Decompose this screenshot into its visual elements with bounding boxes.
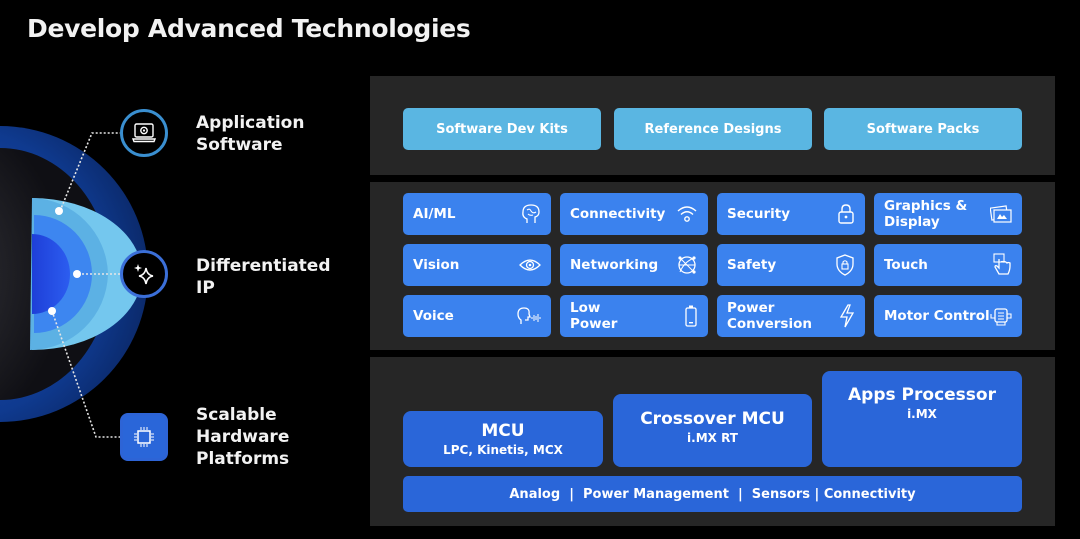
eye-icon (519, 259, 541, 271)
apps-processor-block[interactable]: Apps Processor i.MX (822, 371, 1022, 467)
battery-icon (685, 305, 697, 327)
layered-sphere-diagram: Application Software Differentiated IP S… (0, 0, 360, 539)
software-dev-kits-button[interactable]: Software Dev Kits (403, 108, 601, 150)
ip-tile-connectivity[interactable]: Connectivity (560, 193, 708, 235)
ip-tile-motor-control[interactable]: Motor Control (874, 295, 1022, 337)
sparkle-icon (134, 264, 154, 285)
ip-tile-low-power[interactable]: Low Power (560, 295, 708, 337)
chip-icon (134, 427, 154, 447)
ip-tile-ai-ml[interactable]: AI/ML (403, 193, 551, 235)
scalable-hardware-icon-badge (120, 413, 168, 461)
scalable-hardware-label: Scalable Hardware Platforms (196, 405, 290, 469)
lightning-icon (839, 304, 855, 328)
wifi-icon (677, 206, 697, 222)
voice-head-icon (517, 307, 541, 324)
apps-processor-name: Apps Processor (848, 385, 996, 405)
application-software-label: Application Software (196, 113, 305, 155)
sphere-graphic (0, 126, 148, 438)
shield-lock-icon (836, 254, 854, 276)
touch-hand-icon (993, 253, 1011, 275)
laptop-gear-icon (132, 123, 156, 143)
ip-tile-safety[interactable]: Safety (717, 244, 865, 286)
crossover-mcu-family: i.MX RT (687, 430, 738, 445)
software-packs-button[interactable]: Software Packs (824, 108, 1022, 150)
ip-tile-graphics-display[interactable]: Graphics & Display (874, 193, 1022, 235)
mcu-families: LPC, Kinetis, MCX (443, 443, 563, 457)
ip-tile-security[interactable]: Security (717, 193, 865, 235)
ip-tile-networking[interactable]: Networking (560, 244, 708, 286)
differentiated-ip-label: Differentiated IP (196, 256, 331, 298)
ip-tile-vision[interactable]: Vision (403, 244, 551, 286)
lock-icon (838, 204, 854, 224)
ip-tile-power-conversion[interactable]: Power Conversion (717, 295, 865, 337)
application-software-icon-badge (120, 109, 168, 157)
crossover-mcu-block[interactable]: Crossover MCU i.MX RT (613, 394, 812, 467)
motor-icon (990, 308, 1012, 326)
apps-processor-family: i.MX (907, 407, 937, 421)
crossover-mcu-name: Crossover MCU (640, 408, 785, 429)
mcu-block[interactable]: MCU LPC, Kinetis, MCX (403, 411, 603, 467)
analog-power-sensors-connectivity-bar[interactable]: Analog | Power Management | Sensors | Co… (403, 476, 1022, 512)
mcu-name: MCU (481, 421, 525, 441)
ip-tile-touch[interactable]: Touch (874, 244, 1022, 286)
globe-network-icon (678, 256, 696, 274)
brain-icon (522, 204, 540, 223)
differentiated-ip-icon-badge (120, 250, 168, 298)
ip-tile-voice[interactable]: Voice (403, 295, 551, 337)
page-title: Develop Advanced Technologies (27, 14, 471, 43)
images-icon (990, 205, 1012, 223)
reference-designs-button[interactable]: Reference Designs (614, 108, 812, 150)
